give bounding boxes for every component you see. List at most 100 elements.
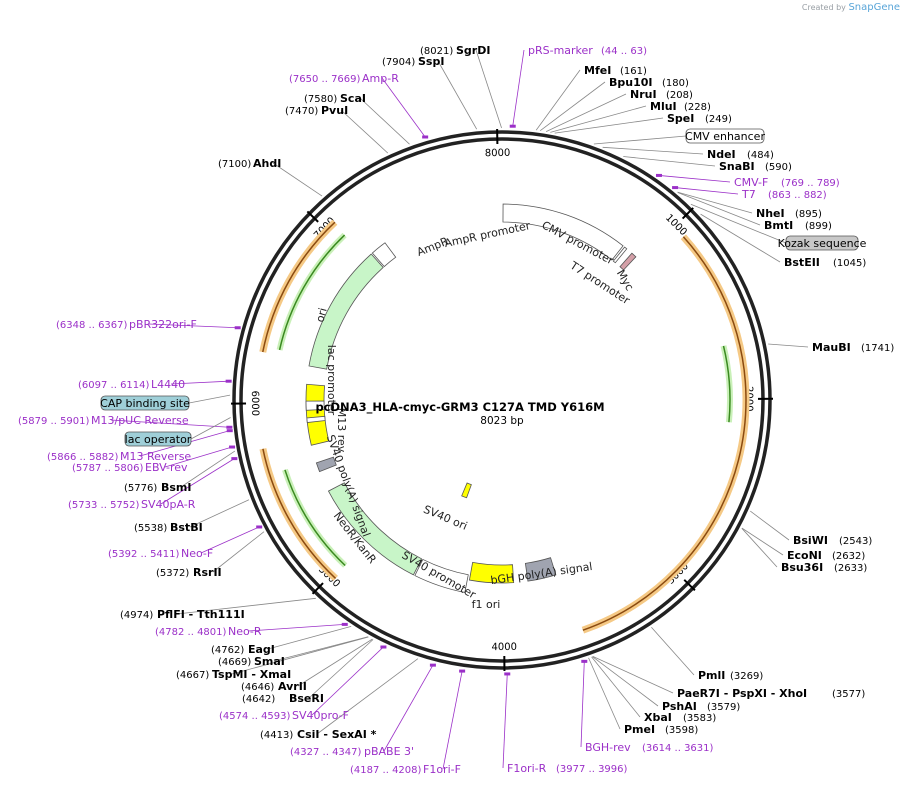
orf-arc-insert <box>583 237 746 630</box>
enzyme-name: MauBI <box>812 341 851 354</box>
enzyme-position: (1045) <box>833 258 866 269</box>
primer-position: (3977 .. 3996) <box>556 764 628 775</box>
primer-position: (5392 .. 5411) <box>108 549 180 560</box>
enzyme-name: SgrDI <box>456 44 490 57</box>
enzyme-name: BseRI <box>289 692 324 705</box>
primer-site-marker <box>510 125 516 128</box>
box-leader <box>594 136 686 144</box>
primer-position: (5879 .. 5901) <box>18 416 90 427</box>
primer-site-marker <box>380 646 386 649</box>
primer-site-marker <box>656 174 662 177</box>
enzyme-position: (895) <box>795 209 822 220</box>
enzyme-position: (4667) <box>176 670 209 681</box>
feature-label: AmpR promoter <box>443 219 532 250</box>
primer-name: Neo-F <box>181 547 213 560</box>
primer-site-marker <box>229 446 235 449</box>
primer-site-marker <box>422 135 428 138</box>
enzyme-position: (4974) <box>120 610 153 621</box>
primer-site-marker <box>227 429 233 432</box>
enzyme-leader <box>603 147 703 154</box>
enzyme-leader <box>438 61 477 129</box>
enzyme-position: (899) <box>805 221 832 232</box>
primer-name: Amp-R <box>362 72 399 85</box>
primer-position: (5787 .. 5806) <box>72 463 144 474</box>
primer-name: F1ori-F <box>423 763 461 776</box>
enzyme-position: (2632) <box>832 551 865 562</box>
enzyme-leader <box>750 511 789 540</box>
enzyme-name: MfeI <box>584 64 611 77</box>
enzyme-name: BstBI <box>170 521 203 534</box>
tick-label: 8000 <box>485 148 511 159</box>
primer-name: F1ori-R <box>507 762 547 775</box>
enzyme-position: (3579) <box>707 702 740 713</box>
enzyme-position: (3577) <box>832 689 865 700</box>
enzyme-position: (4642) <box>242 694 275 705</box>
primer-name: BGH-rev <box>585 741 631 754</box>
feature-myc <box>620 253 636 270</box>
enzyme-leader <box>309 640 373 698</box>
primer-position: (5866 .. 5882) <box>47 452 119 463</box>
primer-site-marker <box>581 660 587 663</box>
feature-sv40-ori <box>462 483 472 498</box>
enzyme-position: (180) <box>662 78 689 89</box>
primer-name: EBV-rev <box>145 461 188 474</box>
map-title: pcDNA3_HLA-cmyc-GRM3 C127A TMD Y616M <box>315 400 604 415</box>
primer-position: (769 .. 789) <box>781 178 840 189</box>
box-leader <box>189 395 230 403</box>
primer-leader <box>513 50 524 126</box>
enzyme-position: (4413) <box>260 730 293 741</box>
primer-site-marker <box>672 186 678 189</box>
enzyme-position: (5372) <box>156 568 189 579</box>
enzyme-position: (4646) <box>241 682 274 693</box>
enzyme-name: PvuI <box>321 104 348 117</box>
enzyme-leader <box>623 157 715 166</box>
feature-label: f1 ori <box>472 598 501 611</box>
enzyme-leader <box>768 344 808 347</box>
enzyme-position: (5776) <box>124 483 157 494</box>
primer-name: pRS-marker <box>528 44 593 57</box>
primer-name: pBR322ori-F <box>129 318 197 331</box>
enzyme-position: (3598) <box>665 725 698 736</box>
primer-leader <box>503 674 507 768</box>
primer-leader <box>659 175 730 182</box>
feature-box-label: CMV enhancer <box>685 130 765 143</box>
feature-label: SV40 ori <box>422 503 470 533</box>
primer-position: (7650 .. 7669) <box>289 74 361 85</box>
primer-name: L4440 <box>151 378 185 391</box>
primer-position: (6348 .. 6367) <box>56 320 128 331</box>
enzyme-name: PmeI <box>624 723 655 736</box>
tick-label: 4000 <box>491 642 517 653</box>
enzyme-name: BsiWI <box>793 534 828 547</box>
primer-position: (4782 .. 4801) <box>155 627 227 638</box>
primer-name: Neo-R <box>228 625 262 638</box>
enzyme-leader <box>268 626 351 649</box>
enzyme-position: (249) <box>705 114 732 125</box>
enzyme-position: (7904) <box>382 57 415 68</box>
primer-leader <box>248 624 345 631</box>
enzyme-leader <box>540 82 605 131</box>
enzyme-position: (7470) <box>285 106 318 117</box>
enzyme-name: BstEII <box>784 256 820 269</box>
enzyme-position: (5538) <box>134 523 167 534</box>
primer-position: (5733 .. 5752) <box>68 500 140 511</box>
primer-position: (4574 .. 4593) <box>219 711 291 722</box>
enzyme-position: (2633) <box>834 563 867 574</box>
primer-site-marker <box>226 426 232 429</box>
primer-position: (3614 .. 3631) <box>642 743 714 754</box>
snapgene-logo: SnapGene <box>848 2 900 13</box>
primer-leader <box>581 661 584 747</box>
enzyme-leader <box>536 70 580 130</box>
enzyme-name: SspI <box>418 55 444 68</box>
enzyme-position: (7100) <box>218 159 251 170</box>
enzyme-name: PflFI - Tth111I <box>157 608 245 621</box>
enzyme-position: (2543) <box>839 536 872 547</box>
primer-site-marker <box>504 672 510 675</box>
primer-position: (6097 .. 6114) <box>78 380 150 391</box>
primer-leader <box>382 78 425 137</box>
enzyme-position: (3269) <box>730 671 763 682</box>
enzyme-name: SmaI <box>254 655 285 668</box>
enzyme-name: AhdI <box>253 157 281 170</box>
enzyme-position: (590) <box>765 162 792 173</box>
feature-box-label: CAP binding site <box>100 397 190 410</box>
